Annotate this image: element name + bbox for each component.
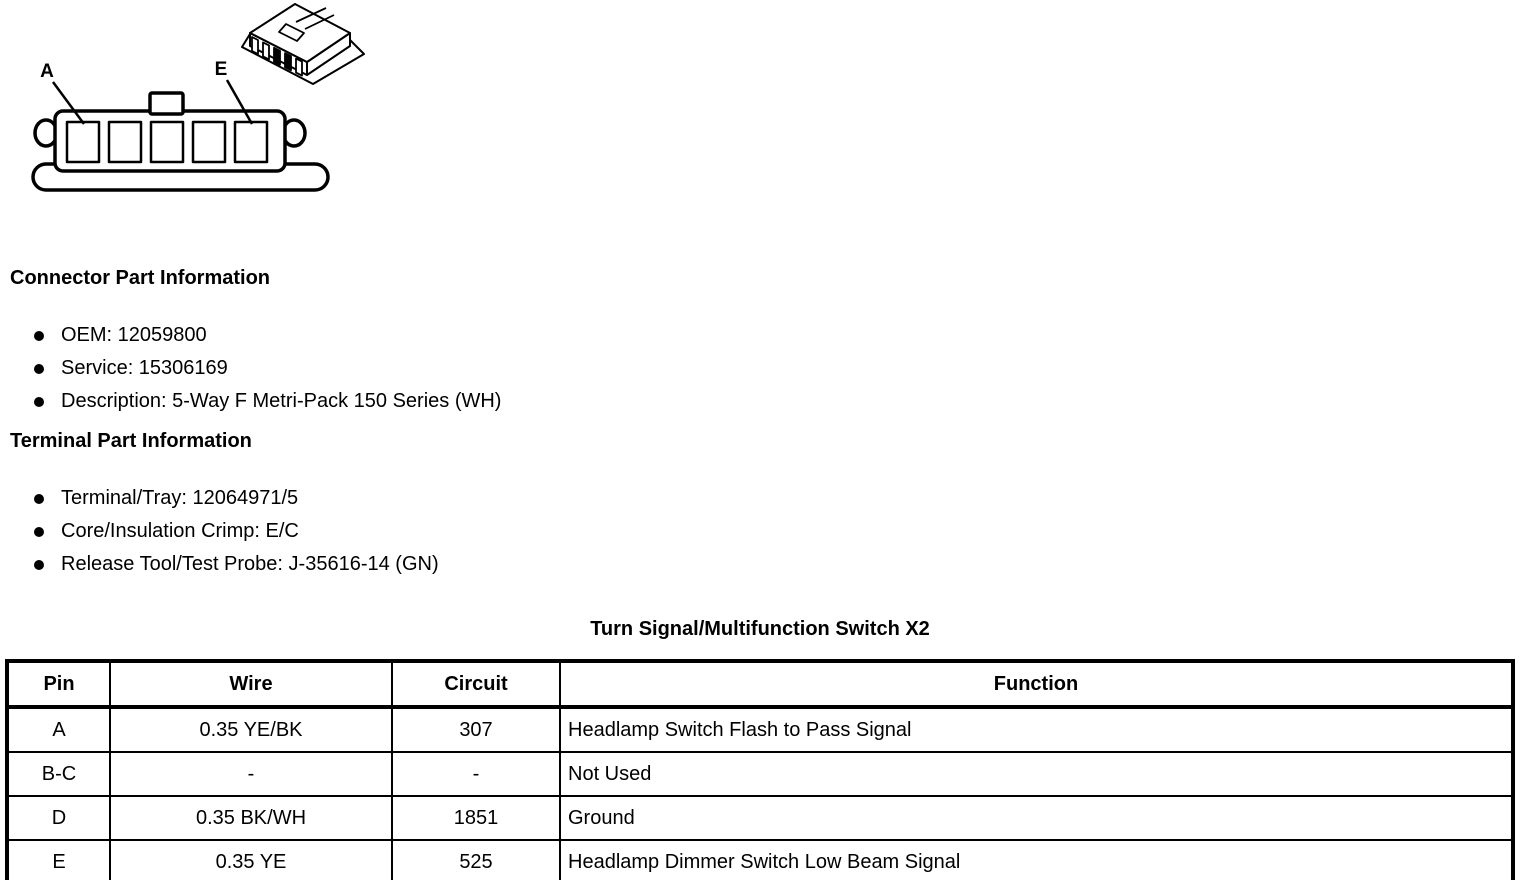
pin-labels: A E	[40, 59, 227, 82]
table-cell: D	[6, 795, 111, 841]
table-cell: Not Used	[559, 751, 1514, 797]
section-heading: Connector Part Information	[10, 267, 271, 289]
bullet-item: Service: 15306169	[10, 352, 730, 385]
bullet-item: Core/Insulation Crimp: E/C	[10, 515, 730, 548]
table-row: B-C--Not Used	[6, 751, 1514, 797]
table-cell: 0.35 BK/WH	[109, 795, 393, 841]
bullet-icon	[34, 559, 44, 570]
bullet-list: OEM: 12059800 Service: 15306169 Descript…	[10, 319, 730, 418]
column-header: Circuit	[391, 660, 561, 709]
info-sections: Connector Part Information OEM: 12059800…	[10, 267, 730, 593]
pinout-table-title: Turn Signal/Multifunction Switch X2	[590, 618, 930, 640]
bullet-text: Description: 5-Way F Metri-Pack 150 Seri…	[61, 390, 502, 412]
table-cell: -	[109, 751, 393, 797]
pin-a-leader-line	[51, 81, 86, 125]
connector-diagram: A E	[31, 3, 365, 192]
table-cell: 1851	[391, 795, 561, 841]
pin-e-leader-line	[225, 79, 254, 125]
section-heading: Terminal Part Information	[10, 430, 252, 452]
table-cell: 525	[391, 839, 561, 880]
bullet-list: Terminal/Tray: 12064971/5 Core/Insulatio…	[10, 482, 730, 581]
info-section: Connector Part Information OEM: 12059800…	[10, 267, 730, 418]
table-cell: Headlamp Dimmer Switch Low Beam Signal	[559, 839, 1514, 880]
bullet-text: Core/Insulation Crimp: E/C	[61, 520, 299, 542]
pin-a-label: A	[40, 61, 54, 82]
column-header: Wire	[109, 660, 393, 709]
bullet-icon	[34, 330, 44, 341]
table-cell: -	[391, 751, 561, 797]
pin-cavity-b	[107, 120, 143, 164]
table-cell: 0.35 YE/BK	[109, 706, 393, 753]
pin-cavities	[65, 120, 269, 164]
bullet-text: Release Tool/Test Probe: J-35616-14 (GN)	[61, 553, 439, 575]
table-cell: E	[6, 839, 111, 880]
column-header: Pin	[6, 660, 111, 709]
pin-cavity-d	[191, 120, 227, 164]
column-header: Function	[559, 660, 1514, 709]
connector-front-view: A E	[31, 59, 330, 192]
table-cell: Headlamp Switch Flash to Pass Signal	[559, 706, 1514, 753]
table-cell: 0.35 YE	[109, 839, 393, 880]
bullet-icon	[34, 526, 44, 537]
bullet-text: Service: 15306169	[61, 357, 228, 379]
bullet-item: OEM: 12059800	[10, 319, 730, 352]
bullet-item: Terminal/Tray: 12064971/5	[10, 482, 730, 515]
bullet-icon	[34, 493, 44, 504]
pin-cavity-c	[149, 120, 185, 164]
pin-cavity-e	[233, 120, 269, 164]
iso-cavity-slots	[251, 36, 303, 77]
table-cell: B-C	[6, 751, 111, 797]
connector-index-tab	[148, 91, 185, 116]
pin-cavity-a	[65, 120, 101, 164]
bullet-text: Terminal/Tray: 12064971/5	[61, 487, 299, 509]
bullet-icon	[34, 363, 44, 374]
connector-isometric-view	[241, 3, 365, 85]
table-cell: 307	[391, 706, 561, 753]
iso-latch	[278, 7, 335, 42]
table-cell: A	[6, 706, 111, 753]
table-cell: Ground	[559, 795, 1514, 841]
bullet-item: Description: 5-Way F Metri-Pack 150 Seri…	[10, 385, 730, 418]
pin-e-label: E	[215, 59, 228, 80]
leader-lines	[51, 79, 254, 125]
bullet-text: OEM: 12059800	[61, 324, 207, 346]
info-section: Terminal Part Information Terminal/Tray:…	[10, 430, 730, 581]
bullet-item: Release Tool/Test Probe: J-35616-14 (GN)	[10, 548, 730, 581]
bullet-icon	[34, 396, 44, 407]
